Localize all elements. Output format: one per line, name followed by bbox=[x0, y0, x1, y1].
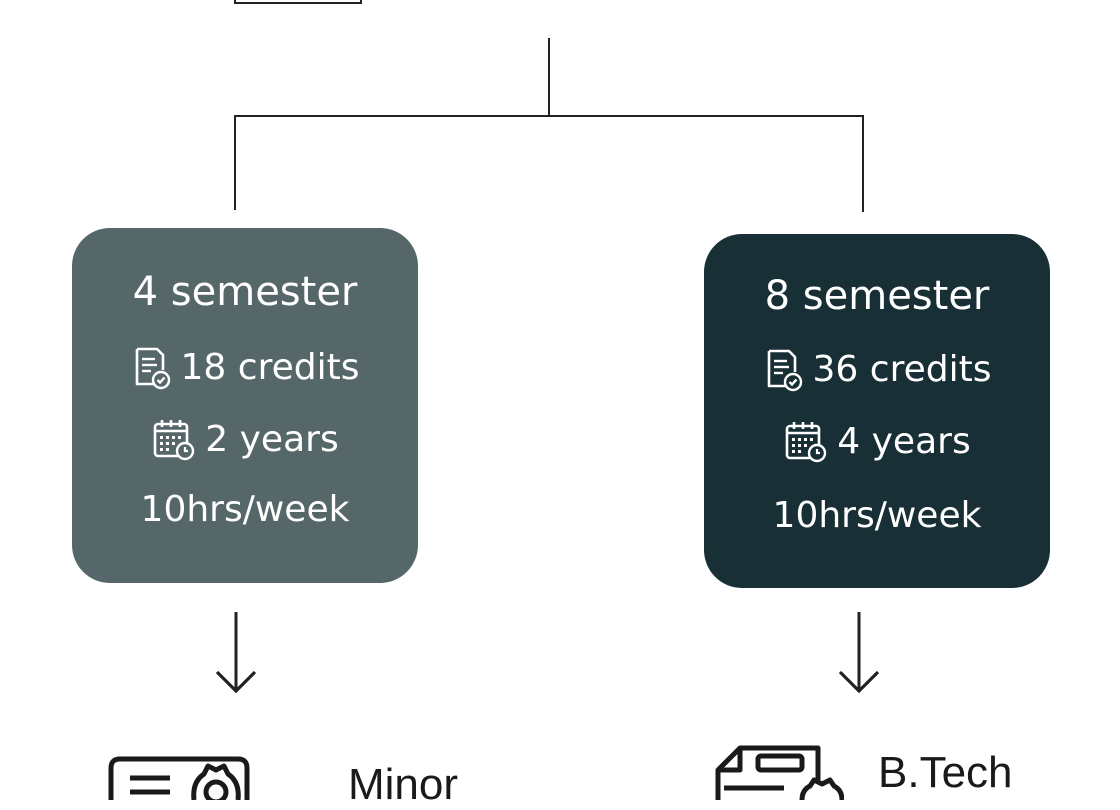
track-card-btech: 8 semester 36 credits 4 bbox=[704, 234, 1050, 588]
credits-row: 18 credits bbox=[72, 346, 418, 390]
down-arrow-icon bbox=[215, 612, 257, 694]
outcome-label-btech: B.Tech bbox=[878, 748, 1013, 797]
hours-label: 10hrs/week bbox=[140, 489, 350, 530]
certificate-icon bbox=[108, 756, 250, 800]
duration-row: 4 years bbox=[704, 420, 1050, 464]
down-arrow-icon bbox=[838, 612, 880, 694]
duration-label: 2 years bbox=[205, 419, 339, 460]
credits-label: 36 credits bbox=[812, 349, 992, 390]
duration-label: 4 years bbox=[837, 421, 971, 462]
credits-label: 18 credits bbox=[180, 347, 360, 388]
duration-row: 2 years bbox=[72, 418, 418, 462]
outcome-label-minor: Minor bbox=[348, 760, 459, 809]
document-check-icon bbox=[767, 349, 802, 392]
track-card-minor: 4 semester 18 credits 2 bbox=[72, 228, 418, 583]
semester-label: 4 semester bbox=[132, 269, 358, 315]
calendar-clock-icon bbox=[153, 420, 195, 461]
diploma-icon bbox=[715, 745, 844, 800]
credits-row: 36 credits bbox=[704, 348, 1050, 392]
calendar-clock-icon bbox=[785, 422, 827, 463]
document-check-icon bbox=[135, 347, 170, 390]
hours-label: 10hrs/week bbox=[772, 495, 982, 536]
semester-label: 8 semester bbox=[764, 273, 990, 319]
parent-node-stub bbox=[234, 0, 362, 4]
